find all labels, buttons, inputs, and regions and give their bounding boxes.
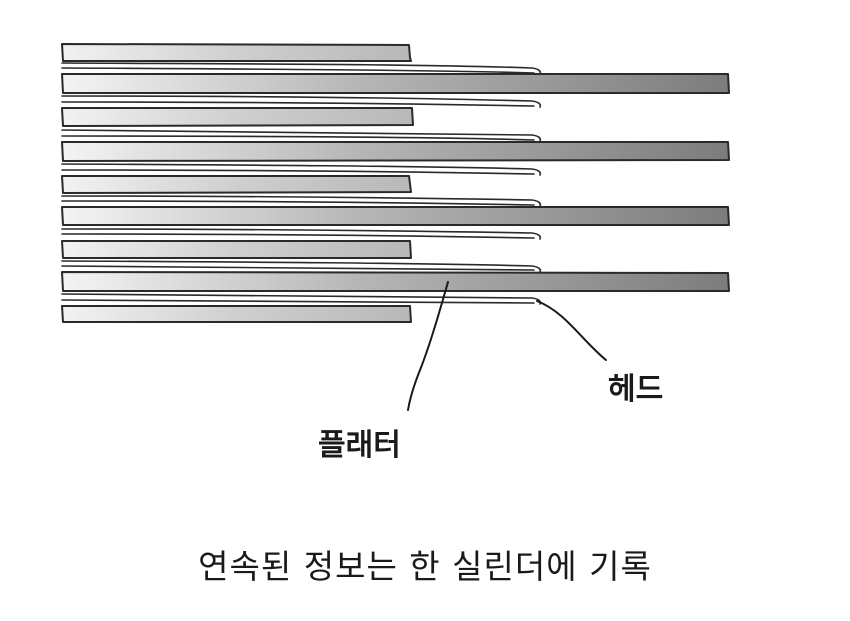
head-tip — [61, 135, 535, 141]
platter-5 — [61, 305, 412, 323]
platter-1 — [61, 43, 412, 62]
head-tip — [61, 260, 542, 273]
platter-2 — [61, 107, 414, 127]
platter-stack — [61, 43, 414, 323]
head-tip — [61, 129, 542, 142]
head-tips — [61, 62, 542, 305]
head-tip — [61, 265, 535, 271]
head-tip — [61, 293, 542, 305]
head-tip — [61, 200, 535, 206]
head-arm-4 — [61, 271, 730, 292]
head-tip — [61, 95, 542, 108]
head-label: 헤드 — [608, 372, 664, 407]
head-arm-assembly — [61, 73, 730, 292]
head-leader-line — [536, 300, 607, 361]
head-arm-3 — [61, 206, 730, 226]
head-tip — [61, 67, 535, 74]
head-arm-1 — [61, 73, 730, 94]
head-tip — [61, 101, 535, 107]
head-tip — [61, 163, 542, 176]
head-tip — [61, 299, 535, 304]
head-tip — [61, 228, 542, 240]
head-tip — [61, 195, 542, 207]
platter-leader-line — [407, 281, 449, 411]
platter-3 — [61, 175, 412, 194]
platter-4 — [61, 240, 412, 259]
head-tip — [61, 233, 535, 239]
head-tip — [61, 62, 542, 75]
head-tip — [61, 169, 535, 175]
platter-label: 플래터 — [318, 428, 401, 463]
caption: 연속된 정보는 한 실린더에 기록 — [198, 547, 652, 586]
head-arm-2 — [61, 141, 730, 162]
